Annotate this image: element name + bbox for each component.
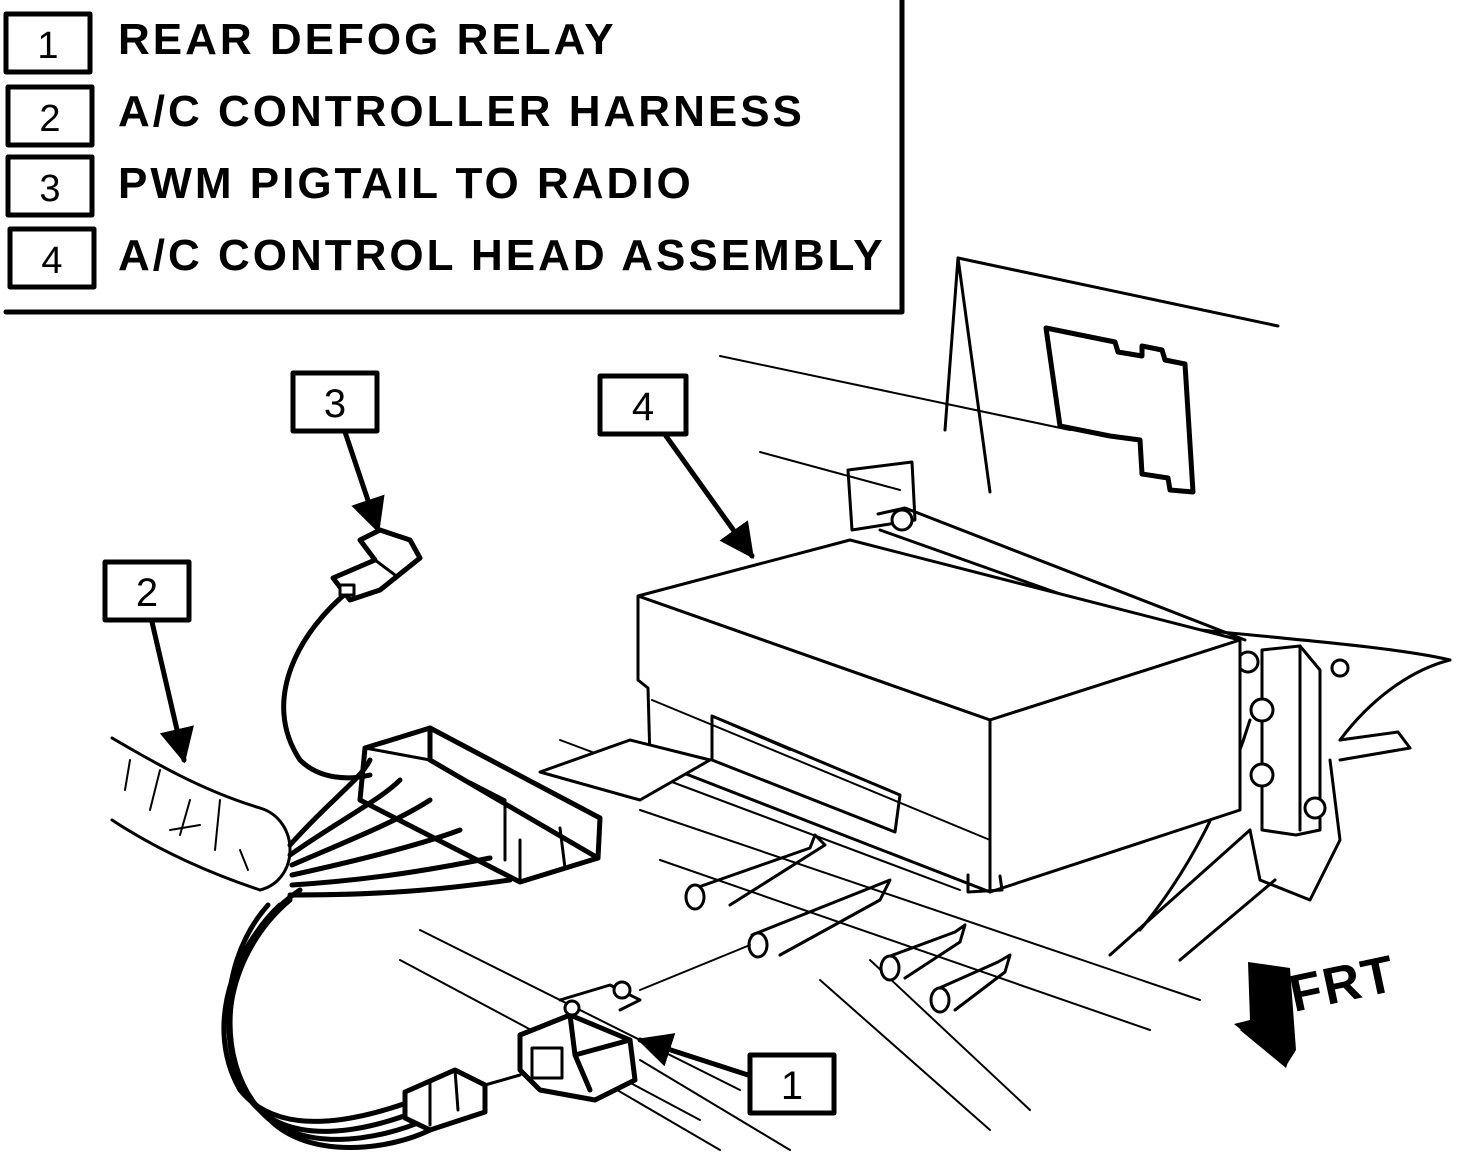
legend-number-4: 4 xyxy=(41,240,62,282)
callout-number-3: 3 xyxy=(324,382,346,426)
legend-item-1: 1 REAR DEFOG RELAY xyxy=(3,11,617,75)
front-arrow-icon xyxy=(1234,962,1296,1066)
rear-defog-relay xyxy=(517,980,642,1103)
legend-number-3: 3 xyxy=(39,168,60,210)
legend-item-4: 4 A/C CONTROL HEAD ASSEMBLY xyxy=(7,226,886,290)
callout-1: 1 xyxy=(636,1033,837,1116)
callout-number-1: 1 xyxy=(781,1064,803,1108)
mounting-studs xyxy=(684,833,1012,1014)
legend-label-1: REAR DEFOG RELAY xyxy=(118,15,617,64)
legend-item-2: 2 A/C CONTROLLER HARNESS xyxy=(5,84,805,148)
legend-number-2: 2 xyxy=(39,98,60,140)
callout-number-4: 4 xyxy=(632,385,654,429)
legend-number-1: 1 xyxy=(37,25,58,67)
front-direction-indicator: FRT xyxy=(1234,945,1401,1068)
legend-label-4: A/C CONTROL HEAD ASSEMBLY xyxy=(118,231,886,280)
legend: 1 REAR DEFOG RELAY 2 A/C CONTROLLER HARN… xyxy=(3,0,905,315)
legend-item-3: 3 PWM PIGTAIL TO RADIO xyxy=(5,154,694,218)
callout-4: 4 xyxy=(597,373,755,559)
callout-3: 3 xyxy=(290,370,385,534)
callout-2: 2 xyxy=(102,559,194,764)
legend-label-2: A/C CONTROLLER HARNESS xyxy=(118,87,805,136)
callout-number-2: 2 xyxy=(136,571,158,615)
harness-wires xyxy=(221,587,513,1150)
relay-harness-plug xyxy=(402,1067,522,1133)
ac-controller-harness-sleeve xyxy=(110,736,292,892)
legend-label-3: PWM PIGTAIL TO RADIO xyxy=(118,159,694,208)
pwm-pigtail-connector xyxy=(330,527,423,603)
front-label: FRT xyxy=(1284,945,1401,1024)
harness-main-connector xyxy=(357,725,712,885)
ac-control-head-assembly xyxy=(636,538,1242,894)
